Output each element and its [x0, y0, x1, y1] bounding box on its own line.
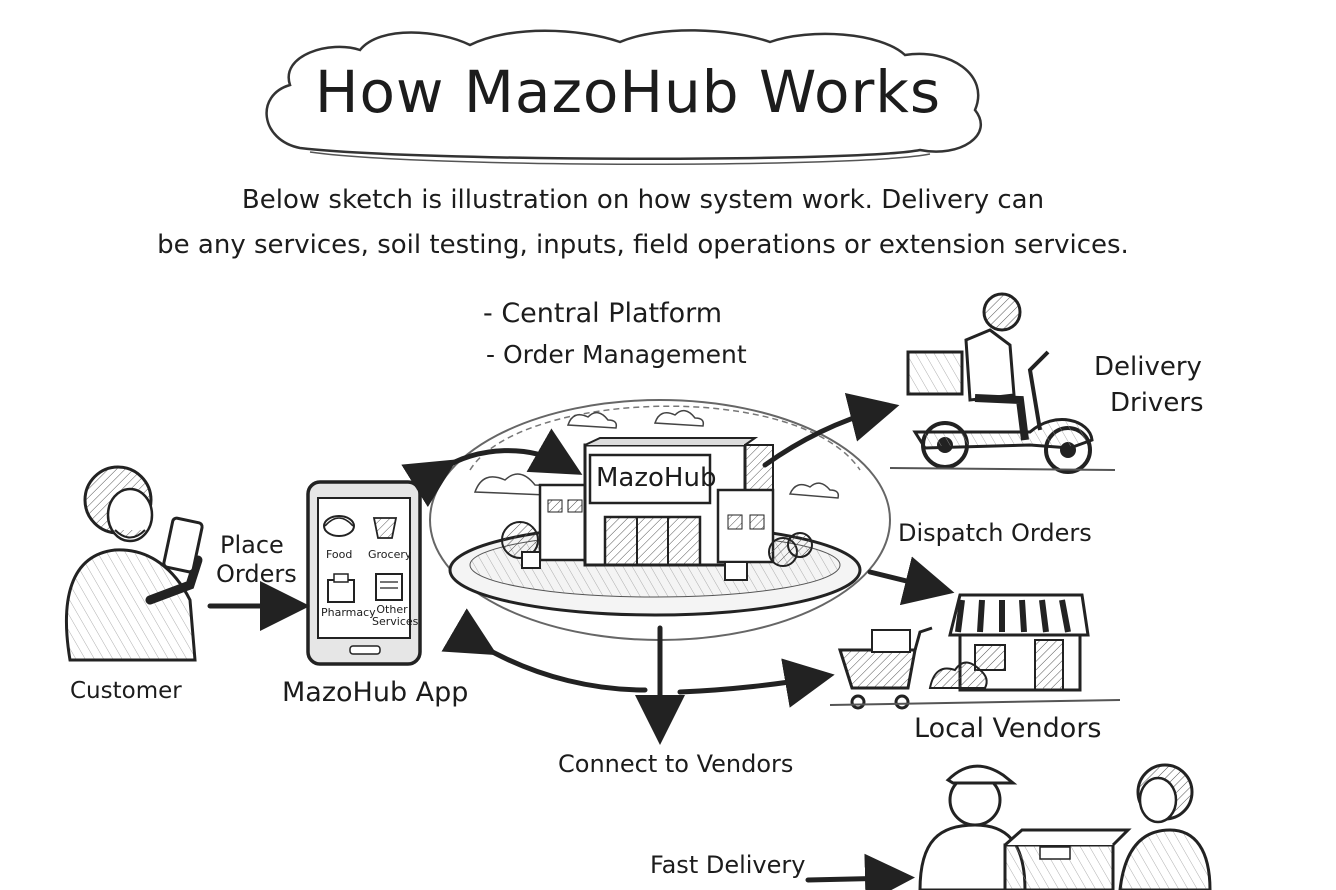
hub-sign: MazoHub	[596, 463, 716, 493]
place-orders-label-2: Orders	[216, 560, 297, 588]
place-orders-label-1: Place	[220, 531, 284, 559]
handover-people	[920, 765, 1210, 890]
customer-label: Customer	[70, 678, 182, 704]
drivers-label-2: Drivers	[1110, 388, 1204, 418]
dispatch-label: Dispatch Orders	[898, 519, 1092, 547]
connect-label: Connect to Vendors	[558, 750, 793, 778]
delivery-scooter	[890, 294, 1115, 472]
tile-other-services-label: Other Services	[372, 604, 412, 628]
note-order-management: - Order Management	[486, 340, 747, 369]
tile-pharmacy-label: Pharmacy	[321, 606, 376, 619]
note-central-platform: - Central Platform	[483, 298, 722, 329]
subtitle-line-2: be any services, soil testing, inputs, f…	[0, 223, 1286, 268]
fast-delivery-label: Fast Delivery	[650, 851, 805, 879]
app-label: MazoHub App	[282, 677, 468, 708]
arrow-dispatch	[870, 572, 935, 588]
customer-figure	[66, 467, 202, 660]
vendors-label: Local Vendors	[914, 713, 1101, 744]
subtitle: Below sketch is illustration on how syst…	[0, 178, 1286, 268]
tile-grocery-label: Grocery	[368, 548, 411, 561]
page-title: How MazoHub Works	[0, 58, 1256, 126]
vendor-shop	[830, 595, 1120, 708]
tile-food-label: Food	[326, 548, 352, 561]
arrow-app-hub	[440, 451, 565, 470]
arrow-vendors-loop	[480, 645, 645, 690]
subtitle-line-1: Below sketch is illustration on how syst…	[0, 178, 1286, 223]
arrow-fast-delivery	[808, 878, 895, 880]
drivers-label-1: Delivery	[1094, 352, 1202, 382]
app-phone	[308, 482, 420, 664]
arrow-to-vendors	[680, 678, 815, 692]
